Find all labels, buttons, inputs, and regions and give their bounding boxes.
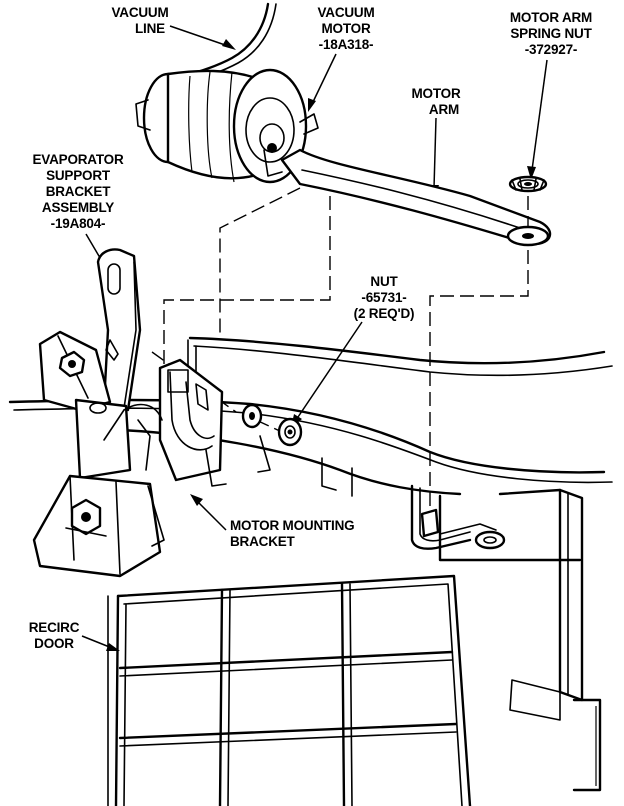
recirc-door-frame	[116, 574, 472, 806]
label-vacuum-motor-3: -18A318-	[319, 37, 374, 52]
leader-recirc-door	[81, 635, 113, 649]
label-mmb-1: MOTOR MOUNTING	[230, 518, 354, 533]
label-motor-arm-1: MOTOR	[412, 86, 461, 101]
vacuum-motor-tab	[299, 113, 319, 135]
label-motor-arm-2: ARM	[429, 102, 459, 117]
linkage-pivot	[474, 530, 506, 550]
mount-bracket-slot	[167, 369, 189, 393]
leader-mmb-arrow	[190, 494, 203, 506]
label-vacuum-line-2: LINE	[135, 21, 165, 36]
label-evap-1: EVAPORATOR	[32, 152, 123, 167]
motor-arm	[280, 148, 552, 247]
leader-vacuum-motor	[311, 53, 337, 105]
washer-and-nut	[241, 403, 303, 447]
label-mmb-2: BRACKET	[230, 534, 296, 549]
label-nut-3: (2 REQ'D)	[354, 306, 415, 321]
label-nut: NUT -65731- (2 REQ'D)	[354, 274, 415, 321]
leader-motor-mounting-bracket	[195, 499, 227, 531]
label-recirc-door: RECIRC DOOR	[29, 620, 80, 651]
leader-spring-nut-arrow	[527, 166, 536, 180]
label-vacuum-motor: VACUUM MOTOR -18A318-	[317, 5, 374, 52]
label-evaporator-bracket: EVAPORATOR SUPPORT BRACKET ASSEMBLY -19A…	[32, 152, 124, 231]
label-recirc-1: RECIRC	[29, 620, 80, 635]
label-nut-2: -65731-	[361, 290, 406, 305]
leader-vacuum-line-arrow	[222, 39, 236, 50]
label-vacuum-motor-1: VACUUM	[317, 5, 374, 20]
evaporator-support-bracket	[32, 248, 165, 578]
leader-motor-arm	[433, 117, 437, 189]
motor-arm-spring-nut	[508, 175, 548, 193]
label-nut-1: NUT	[370, 274, 398, 289]
leader-vacuum-line	[169, 25, 229, 47]
label-motor-arm: MOTOR ARM	[412, 86, 462, 117]
label-vacuum-line-1: VACUUM	[111, 5, 168, 20]
label-evap-2: SUPPORT	[46, 168, 111, 183]
label-spring-nut-1: MOTOR ARM	[510, 10, 592, 25]
leader-nut	[295, 321, 363, 421]
label-motor-arm-spring-nut: MOTOR ARM SPRING NUT -372927-	[510, 10, 593, 57]
label-motor-mounting-bracket: MOTOR MOUNTING BRACKET	[230, 518, 355, 549]
vacuum-motor-front-face	[232, 68, 308, 184]
vacuum-motor	[135, 68, 319, 184]
leader-spring-nut	[531, 59, 548, 171]
recirc-door	[107, 574, 472, 806]
label-vacuum-motor-2: MOTOR	[322, 21, 371, 36]
label-evap-5: -19A804-	[51, 216, 106, 231]
label-evap-4: ASSEMBLY	[42, 200, 114, 215]
motor-mounting-bracket	[123, 358, 271, 487]
label-spring-nut-3: -372927-	[525, 42, 577, 57]
bracket-slot	[107, 263, 121, 295]
vacuum-motor-nipple	[135, 99, 151, 131]
vacuum-motor-stud	[267, 143, 277, 153]
label-recirc-2: DOOR	[34, 636, 74, 651]
label-evap-3: BRACKET	[46, 184, 112, 199]
door-linkage-rod	[410, 484, 506, 550]
leader-vacuum-motor-arrow	[308, 98, 316, 112]
label-vacuum-line: VACUUM LINE	[111, 5, 168, 36]
label-spring-nut-2: SPRING NUT	[510, 26, 592, 41]
